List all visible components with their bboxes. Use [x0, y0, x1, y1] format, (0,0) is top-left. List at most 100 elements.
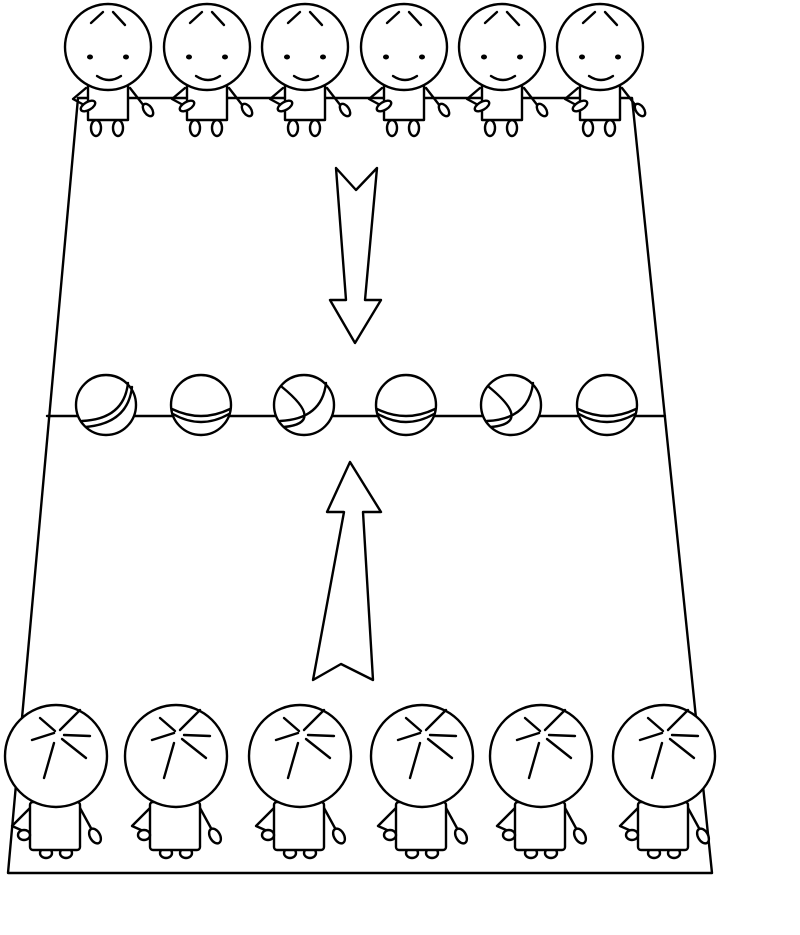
- ball: [169, 373, 233, 437]
- left-hand: [501, 828, 517, 842]
- smile: [489, 74, 517, 82]
- bottom-player: [123, 703, 229, 860]
- bottom-player: [611, 703, 717, 860]
- hair-line: [527, 741, 541, 780]
- right-hand: [437, 102, 451, 118]
- head: [123, 703, 229, 809]
- hair-line: [668, 737, 696, 760]
- right-foot: [210, 118, 224, 138]
- hair-line: [666, 708, 690, 732]
- body: [513, 800, 567, 852]
- right-hand: [331, 827, 347, 845]
- body: [394, 800, 448, 852]
- right-arm: [325, 86, 343, 108]
- left-eyebrow: [89, 10, 105, 25]
- left-eyebrow: [581, 10, 597, 25]
- up-arrow: [311, 460, 383, 682]
- left-hand: [473, 99, 491, 113]
- body: [148, 800, 202, 852]
- hair-line: [396, 731, 422, 742]
- hair-line: [182, 733, 212, 738]
- left-arm: [71, 86, 88, 108]
- left-hand: [276, 99, 294, 113]
- left-arm: [367, 86, 384, 108]
- ball-circle: [374, 373, 438, 437]
- right-eyebrow: [308, 10, 324, 27]
- smile: [391, 74, 419, 82]
- hair-line: [180, 737, 208, 760]
- right-arm: [198, 806, 214, 832]
- right-hand: [207, 827, 223, 845]
- left-eye: [481, 54, 487, 60]
- ball-circle: [169, 373, 233, 437]
- left-eyebrow: [188, 10, 204, 25]
- left-foot: [483, 118, 497, 138]
- top-player: [457, 2, 549, 138]
- right-foot: [308, 118, 322, 138]
- right-arm: [227, 86, 245, 108]
- ball-stripe: [375, 407, 437, 418]
- head: [555, 2, 645, 92]
- left-hand: [375, 99, 393, 113]
- head: [369, 703, 475, 809]
- left-foot: [286, 118, 300, 138]
- smile: [95, 74, 123, 82]
- top-player: [162, 2, 254, 138]
- ball-stripe: [278, 381, 328, 423]
- right-eye: [517, 54, 523, 60]
- ball-circle: [575, 373, 639, 437]
- head: [260, 2, 350, 92]
- right-eyebrow: [111, 10, 127, 27]
- ball-stripe: [485, 381, 535, 423]
- right-eye: [615, 54, 621, 60]
- left-hand: [136, 828, 152, 842]
- ball-stripe: [170, 407, 232, 418]
- down-arrow: [328, 166, 383, 345]
- head: [162, 2, 252, 92]
- hair-line: [178, 708, 202, 732]
- left-eye: [579, 54, 585, 60]
- right-eye: [123, 54, 129, 60]
- right-arm: [563, 806, 579, 832]
- ball-stripe: [577, 412, 637, 424]
- hair-line: [670, 733, 700, 738]
- bottom-player: [369, 703, 475, 860]
- right-eye: [419, 54, 425, 60]
- right-foot: [407, 118, 421, 138]
- left-hand: [260, 828, 276, 842]
- hair-line: [38, 716, 57, 733]
- bottom-player: [3, 703, 109, 860]
- hair-line: [306, 733, 336, 738]
- right-arm: [522, 86, 540, 108]
- left-hand: [16, 828, 32, 842]
- right-hand: [535, 102, 549, 118]
- ball-stripe: [84, 385, 134, 429]
- right-arm: [128, 86, 146, 108]
- hair-line: [638, 731, 664, 742]
- head: [63, 2, 153, 92]
- hair-line: [286, 741, 300, 780]
- right-eyebrow: [210, 10, 226, 27]
- smile: [587, 74, 615, 82]
- top-player: [260, 2, 352, 138]
- head: [247, 703, 353, 809]
- right-arm: [78, 806, 94, 832]
- right-arm: [444, 806, 460, 832]
- left-eye: [284, 54, 290, 60]
- bottom-player: [247, 703, 353, 860]
- right-foot: [111, 118, 125, 138]
- smile: [292, 74, 320, 82]
- hair-line: [515, 731, 541, 742]
- right-arm: [686, 806, 702, 832]
- right-hand: [87, 827, 103, 845]
- left-foot: [188, 118, 202, 138]
- hair-line: [42, 741, 56, 780]
- hair-line: [282, 716, 301, 733]
- hair-line: [62, 733, 92, 738]
- hair-line: [274, 731, 300, 742]
- left-eyebrow: [483, 10, 499, 25]
- right-foot: [505, 118, 519, 138]
- left-arm: [268, 86, 285, 108]
- hair-line: [650, 741, 664, 780]
